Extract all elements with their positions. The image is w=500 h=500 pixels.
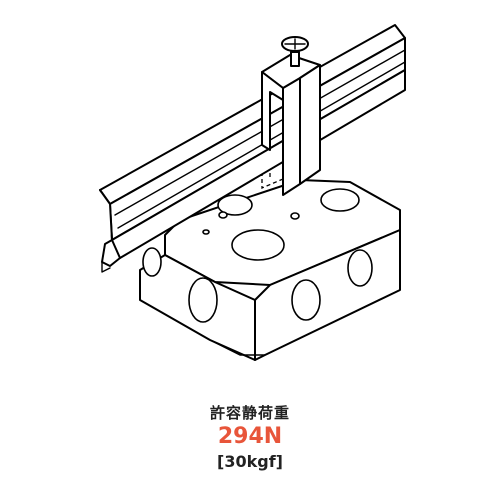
- load-value-newton: 294N: [217, 424, 283, 449]
- right-knockout-1: [291, 279, 321, 321]
- left-knockout-1: [142, 247, 162, 277]
- screw-hole-2: [290, 212, 300, 220]
- left-knockout-2: [188, 277, 218, 323]
- allowable-static-load-label: 許容静荷重: [209, 404, 290, 422]
- load-value-kgf: [30kgf]: [217, 452, 283, 471]
- junction-box: [139, 179, 401, 361]
- clip-screw: [281, 36, 309, 67]
- clip-back-leg: [261, 71, 284, 151]
- box-bottom-edge: [209, 339, 266, 356]
- rail-end-cap: [99, 189, 121, 267]
- hanger-clip: [261, 36, 321, 196]
- screw-hole-3: [202, 229, 210, 235]
- rail-groove-1: [114, 49, 406, 216]
- top-knockout-large: [231, 229, 285, 261]
- right-knockout-2: [347, 249, 373, 287]
- product-diagram: [99, 24, 406, 361]
- channel-rail: [99, 24, 406, 273]
- top-knockout-right: [320, 188, 360, 212]
- top-knockout-left: [217, 194, 253, 216]
- clip-front-face: [282, 77, 301, 196]
- clip-side-plate: [299, 64, 321, 185]
- screw-hole-1: [218, 211, 228, 219]
